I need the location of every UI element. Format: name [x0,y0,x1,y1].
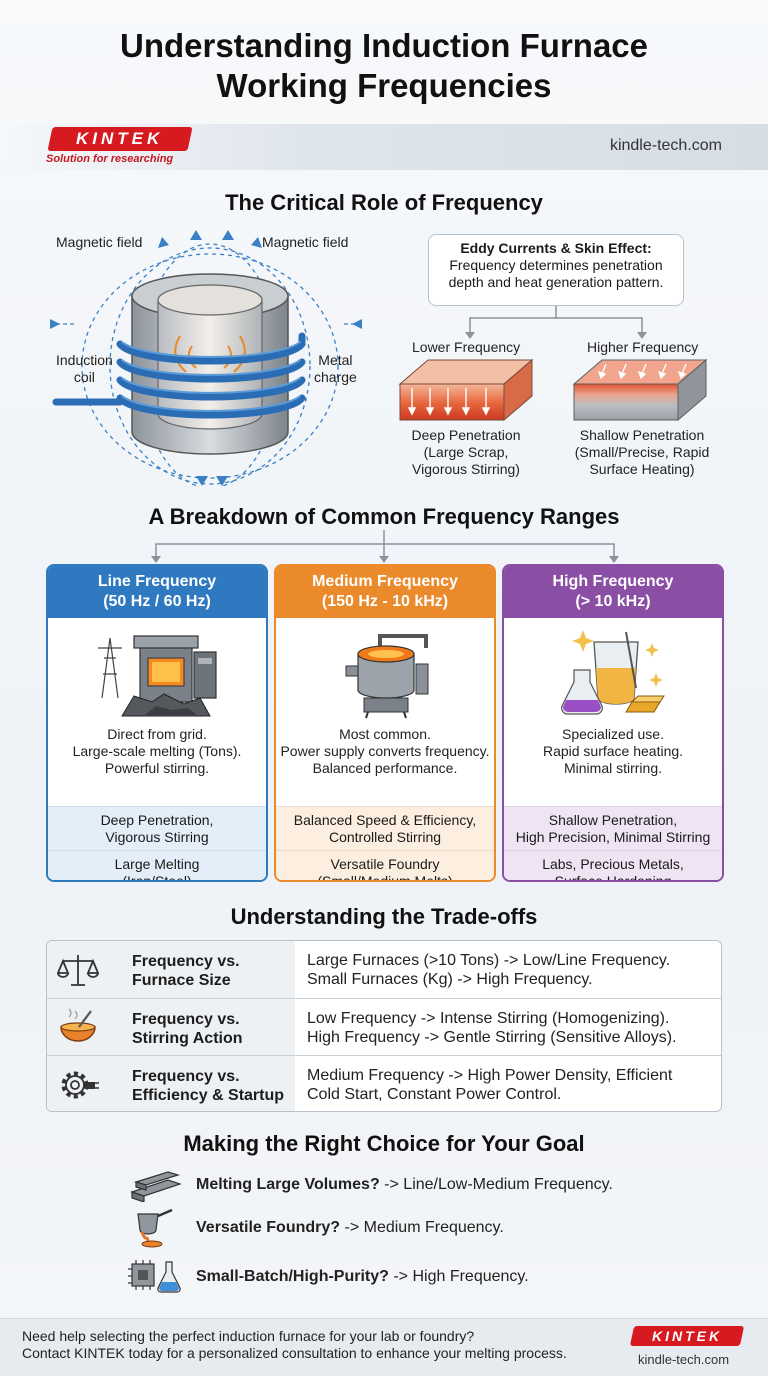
page-title: Understanding Induction Furnace Working … [0,26,768,106]
lab-beaker-icon [504,618,722,724]
footer-cta: Need help selecting the perfect inductio… [22,1328,567,1361]
ranges-connector [151,530,619,563]
site-url[interactable]: kindle-tech.com [609,137,722,154]
line-frequency-desc: Direct from grid.Large-scale melting (To… [72,726,242,776]
high-frequency-desc: Specialized use.Rapid surface heating.Mi… [542,726,684,776]
table-row: Frequency vs.Stirring Action Low Frequen… [47,998,721,1055]
role-heading: The Critical Role of Frequency [225,190,543,215]
stirring-bowl-icon [60,1008,96,1042]
higher-frequency-desc: Shallow Penetration(Small/Precise, Rapid… [574,427,710,477]
medium-frequency-card: Medium Frequency(150 Hz - 10 kHz) Most c… [274,564,496,882]
footer-url[interactable]: kindle-tech.com [638,1352,730,1367]
title-line-2: Working Frequencies [216,67,552,104]
grid-furnace-icon [48,618,266,724]
eddy-currents-callout: Eddy Currents & Skin Effect: Frequency d… [428,234,684,306]
lower-frequency-desc: Deep Penetration(Large Scrap,Vigorous St… [411,427,521,477]
ranges-heading: A Breakdown of Common Frequency Ranges [148,504,620,529]
choice-small-batch: Small-Batch/High-Purity? -> High Frequen… [196,1268,529,1285]
crucible-furnace-icon [276,618,494,724]
tagline: Solution for researching [46,153,174,165]
pouring-ladle-icon [137,1208,173,1248]
table-row: Frequency vs.Furnace Size Large Furnaces… [47,941,721,998]
high-frequency-application: Labs, Precious Metals,Surface Hardening [504,850,722,880]
line-frequency-header: Line Frequency(50 Hz / 60 Hz) [48,566,266,618]
magnetic-field-label-right: Magnetic field [262,234,349,250]
line-frequency-penetration: Deep Penetration,Vigorous Stirring [48,806,266,850]
medium-frequency-penetration: Balanced Speed & Efficiency,Controlled S… [276,806,494,850]
line-frequency-application: Large Melting(Iron/Steel) [48,850,266,880]
kintek-logo: KINTEK [47,127,193,151]
choice-versatile-foundry: Versatile Foundry? -> Medium Frequency. [196,1219,504,1236]
balance-scale-icon [57,955,99,986]
chip-flask-icon [128,1260,181,1293]
line-frequency-card: Line Frequency(50 Hz / 60 Hz) Direct fro… [46,564,268,882]
high-frequency-header: High Frequency(> 10 kHz) [504,566,722,618]
lower-frequency-label: Lower Frequency [412,339,521,355]
medium-frequency-header: Medium Frequency(150 Hz - 10 kHz) [276,566,494,618]
callout-connector [465,306,647,339]
high-frequency-penetration: Shallow Penetration,High Precision, Mini… [504,806,722,850]
steel-beams-icon [130,1171,182,1202]
medium-frequency-desc: Most common.Power supply converts freque… [280,726,490,776]
magnetic-field-label-left: Magnetic field [56,234,143,250]
high-frequency-card: High Frequency(> 10 kHz) Specialized use… [502,564,724,882]
table-row: Frequency vs.Efficiency & Startup Medium… [47,1055,721,1111]
higher-frequency-block-icon [572,358,708,422]
title-line-1: Understanding Induction Furnace [119,27,649,64]
gear-plug-icon [61,1071,99,1099]
choices-heading: Making the Right Choice for Your Goal [183,1131,585,1156]
tradeoffs-table: Frequency vs.Furnace Size Large Furnaces… [46,940,722,1112]
lower-frequency-block-icon [398,358,534,422]
tradeoffs-heading: Understanding the Trade-offs [230,904,538,929]
choice-large-volumes: Melting Large Volumes? -> Line/Low-Mediu… [196,1176,613,1193]
higher-frequency-label: Higher Frequency [587,339,699,355]
medium-frequency-application: Versatile Foundry(Small/Medium Melts) [276,850,494,880]
footer-kintek-logo: KINTEK [629,1326,745,1346]
induction-coil-diagram [50,230,364,486]
